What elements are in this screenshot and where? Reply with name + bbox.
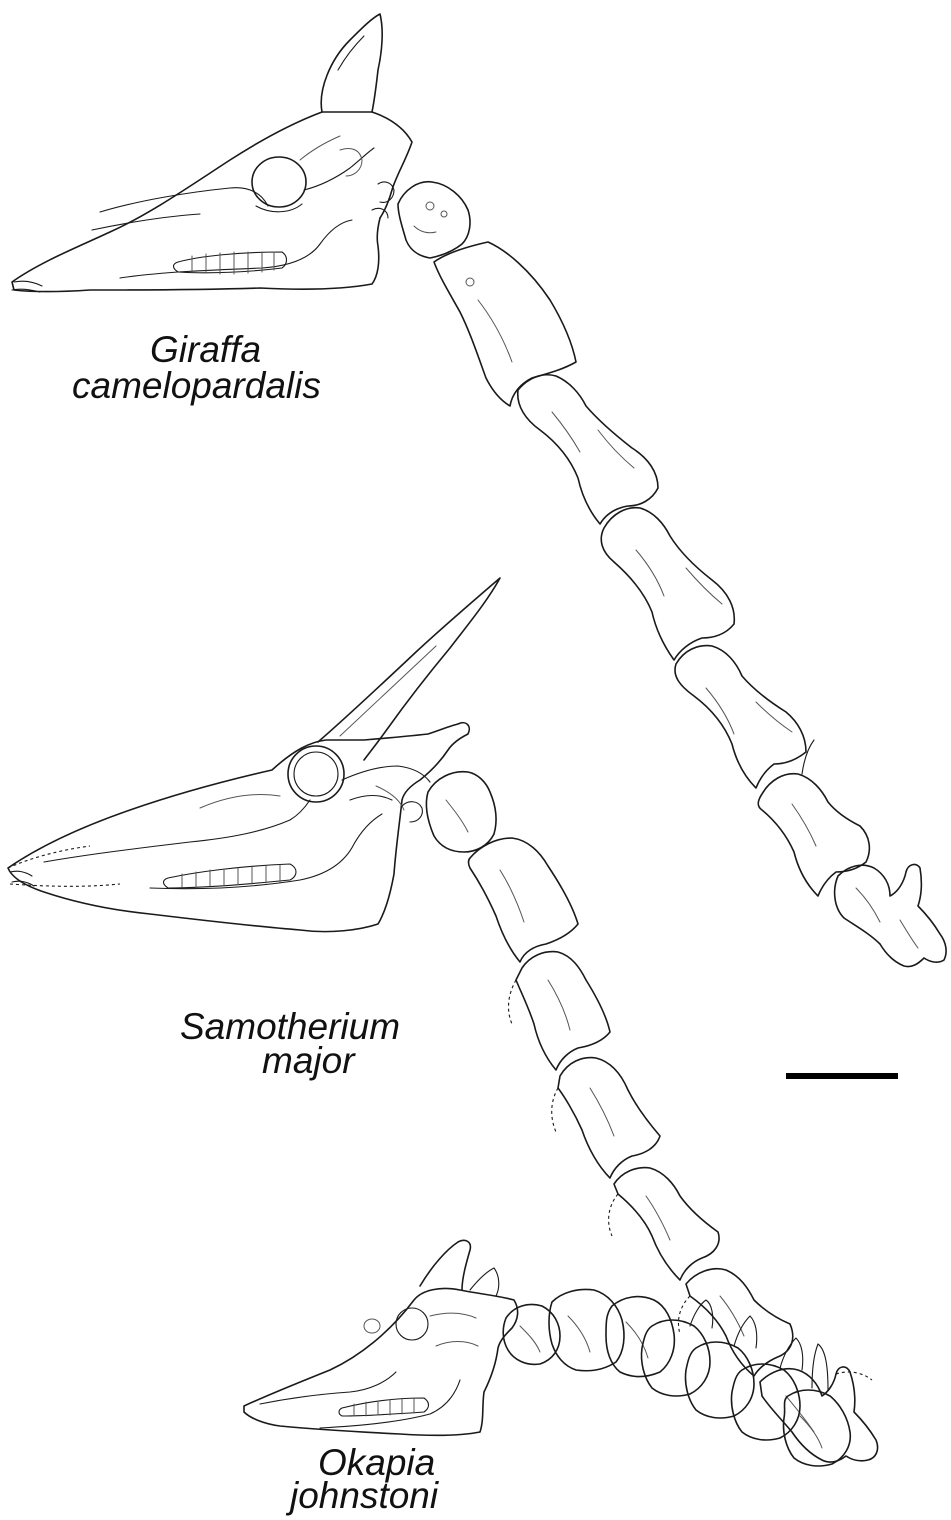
- okapia-skull: [244, 1240, 518, 1435]
- giraffa-skull: [12, 14, 412, 292]
- okapia-label: Okapia johnstoni: [285, 1442, 440, 1516]
- okapia-label-species: johnstoni: [285, 1475, 440, 1516]
- samotherium-neck: [426, 772, 877, 1462]
- samotherium-label: Samotherium major: [180, 1006, 400, 1081]
- samotherium-skull: [8, 578, 500, 932]
- giraffa-label: Giraffa camelopardalis: [72, 329, 321, 406]
- samotherium-label-species: major: [262, 1040, 356, 1081]
- giraffa-label-genus: Giraffa: [150, 329, 261, 370]
- giraffa-label-species: camelopardalis: [72, 365, 321, 406]
